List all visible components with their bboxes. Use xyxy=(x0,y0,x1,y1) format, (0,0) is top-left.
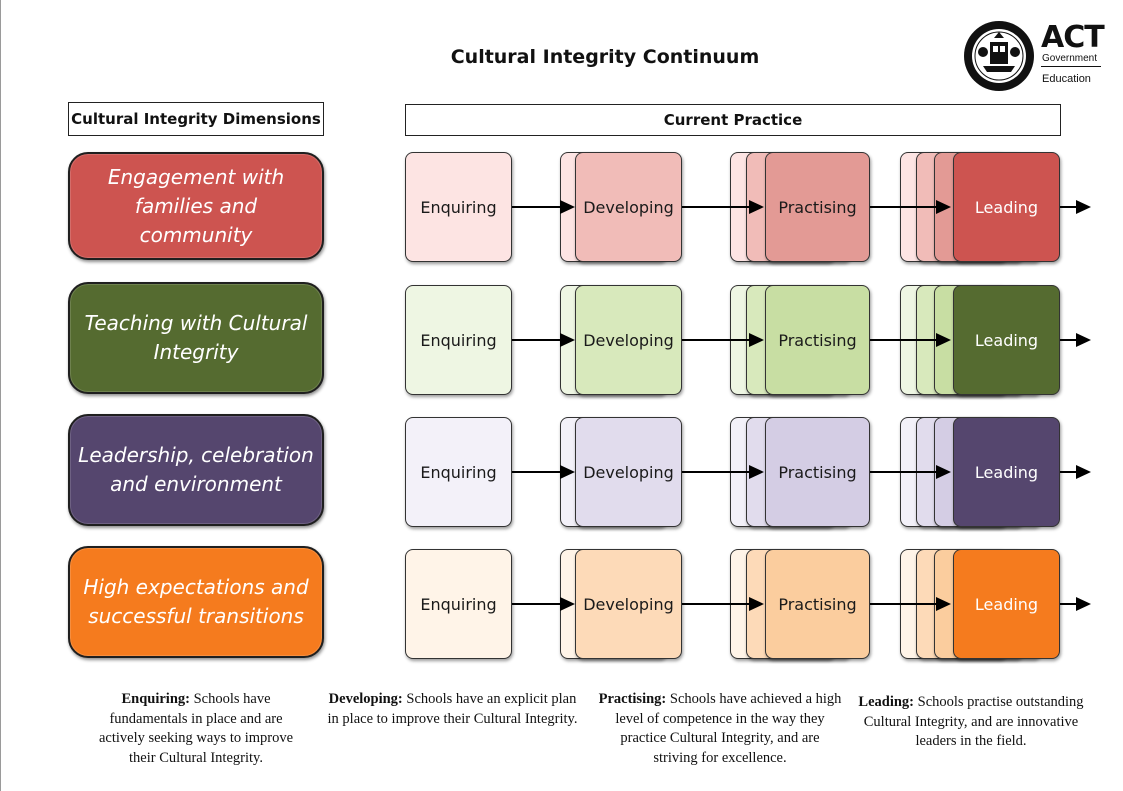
stage-card-enquiring xyxy=(405,152,512,262)
current-practice-header: Current Practice xyxy=(405,104,1061,136)
stage-card-leading xyxy=(953,152,1060,262)
arrow-line xyxy=(870,603,936,605)
arrow-line xyxy=(1060,471,1076,473)
arrow-line xyxy=(682,339,749,341)
description-developing: Developing: Schools have an explicit pla… xyxy=(325,690,580,729)
arrow-right-icon xyxy=(936,200,951,214)
stage-card-enquiring xyxy=(405,549,512,659)
dimensions-header: Cultural Integrity Dimensions xyxy=(68,102,324,136)
description-enquiring: Enquiring: Schools have fundamentals in … xyxy=(86,690,306,768)
description-text: Schools have an explicit plan in place t… xyxy=(327,691,578,727)
arrow-right-icon xyxy=(560,200,575,214)
description-leading: Leading: Schools practise outstanding Cu… xyxy=(856,693,1086,752)
arrow-right-icon xyxy=(1076,597,1091,611)
stage-card-developing xyxy=(575,549,682,659)
description-text: Schools have fundamentals in place and a… xyxy=(98,691,294,766)
stage-label: Leading xyxy=(974,594,1039,614)
arrow-line xyxy=(870,339,936,341)
stage-card-practising xyxy=(765,285,870,395)
stage-card-practising xyxy=(765,152,870,262)
coat-of-arms-icon xyxy=(964,21,1034,91)
dimension-box: Leadership, celebration and environment xyxy=(68,414,324,526)
arrow-line xyxy=(1060,206,1076,208)
stage-card-enquiring xyxy=(405,417,512,527)
stage-card-developing xyxy=(575,152,682,262)
arrow-right-icon xyxy=(749,333,764,347)
stage-card-leading xyxy=(953,417,1060,527)
page-border xyxy=(0,0,1,791)
arrow-line xyxy=(512,206,560,208)
description-term: Developing: xyxy=(328,691,403,707)
arrow-right-icon xyxy=(1076,200,1091,214)
arrow-line xyxy=(870,471,936,473)
stage-card-enquiring xyxy=(405,285,512,395)
stage-card-leading xyxy=(953,285,1060,395)
arrow-right-icon xyxy=(1076,333,1091,347)
dimension-box: High expectations and successful transit… xyxy=(68,546,324,658)
stage-card-developing xyxy=(575,285,682,395)
description-term: Enquiring: xyxy=(121,691,190,707)
description-term: Practising: xyxy=(598,691,667,707)
act-government-logo: ACT Government Education xyxy=(963,20,1105,92)
description-term: Leading: xyxy=(858,694,915,710)
stage-card-developing xyxy=(575,417,682,527)
arrow-line xyxy=(512,471,560,473)
stage-card-leading xyxy=(953,549,1060,659)
stage-label: Practising xyxy=(778,197,857,217)
logo-divider xyxy=(1041,66,1101,67)
stage-label: Practising xyxy=(778,594,857,614)
stage-card-practising xyxy=(765,417,870,527)
description-text: Schools have achieved a high level of co… xyxy=(615,691,842,766)
dimension-box: Teaching with Cultural Integrity xyxy=(68,282,324,394)
stage-label: Developing xyxy=(583,330,674,350)
stage-label: Practising xyxy=(778,330,857,350)
arrow-line xyxy=(870,206,936,208)
arrow-line xyxy=(682,603,749,605)
arrow-line xyxy=(682,471,749,473)
arrow-right-icon xyxy=(936,333,951,347)
stage-label: Practising xyxy=(778,462,857,482)
stage-label: Developing xyxy=(583,594,674,614)
logo-government-text: Government xyxy=(1042,53,1098,64)
arrow-right-icon xyxy=(936,465,951,479)
stage-label: Developing xyxy=(583,462,674,482)
logo-act-text: ACT xyxy=(1041,20,1105,55)
stage-label: Enquiring xyxy=(420,462,497,482)
description-practising: Practising: Schools have achieved a high… xyxy=(597,690,843,768)
arrow-right-icon xyxy=(749,597,764,611)
arrow-line xyxy=(512,339,560,341)
arrow-line xyxy=(1060,339,1076,341)
page-title: Cultural Integrity Continuum xyxy=(450,46,760,68)
stage-label: Enquiring xyxy=(420,594,497,614)
arrow-line xyxy=(682,206,749,208)
description-text: Schools practise outstanding Cultural In… xyxy=(863,694,1084,749)
stage-label: Leading xyxy=(974,330,1039,350)
stage-label: Developing xyxy=(583,197,674,217)
arrow-line xyxy=(1060,603,1076,605)
stage-card-practising xyxy=(765,549,870,659)
arrow-right-icon xyxy=(560,333,575,347)
arrow-line xyxy=(512,603,560,605)
dimension-box: Engagement with families and community xyxy=(68,152,324,260)
stage-label: Leading xyxy=(974,197,1039,217)
arrow-right-icon xyxy=(936,597,951,611)
arrow-right-icon xyxy=(749,200,764,214)
logo-education-text: Education xyxy=(1042,73,1091,85)
arrow-right-icon xyxy=(749,465,764,479)
arrow-right-icon xyxy=(1076,465,1091,479)
arrow-right-icon xyxy=(560,465,575,479)
arrow-right-icon xyxy=(560,597,575,611)
stage-label: Leading xyxy=(974,462,1039,482)
stage-label: Enquiring xyxy=(420,197,497,217)
stage-label: Enquiring xyxy=(420,330,497,350)
